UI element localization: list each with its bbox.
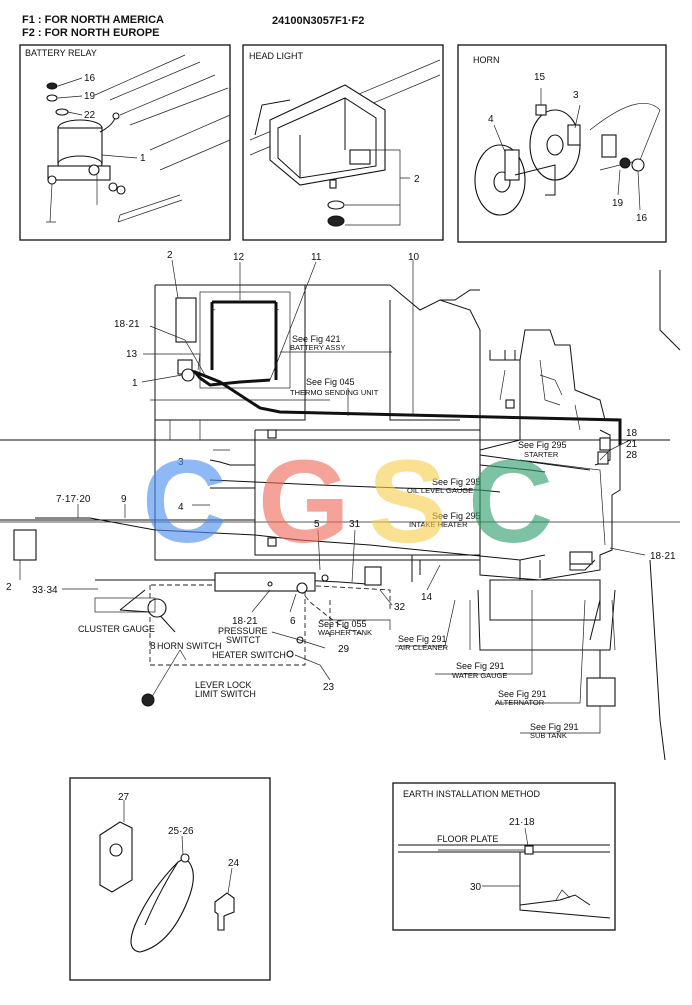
clamp-parts-box: 27 25·26 24 [69, 777, 271, 981]
callout-m-3: 3 [178, 457, 184, 468]
callout-hn-3: 3 [573, 90, 579, 101]
ref-oil-level: OIL LEVEL GAUGE [407, 486, 473, 495]
machine-frame: + − [0, 270, 681, 761]
ref-fig291a: See Fig 291 [398, 634, 447, 644]
callout-m-9: 9 [121, 494, 127, 505]
callout-br-1: 1 [140, 153, 146, 164]
label-switct: SWITCT [226, 635, 261, 645]
label-horn-switch: HORN SWITCH [157, 641, 222, 651]
ref-fig045: See Fig 045 [306, 377, 355, 387]
header-f2: F2 : FOR NORTH EUROPE [22, 27, 160, 39]
callout-m-6: 6 [290, 616, 296, 627]
callout-e-30: 30 [470, 882, 482, 893]
label-limit-switch: LIMIT SWITCH [195, 689, 256, 699]
callout-m-18: 18 [626, 428, 638, 439]
ref-fig055: See Fig 055 [318, 619, 367, 629]
horn-title: HORN [473, 55, 500, 65]
callout-hn-19: 19 [612, 198, 624, 209]
callout-m-11: 11 [311, 252, 322, 263]
battery-relay-title: BATTERY RELAY [25, 48, 97, 58]
callout-e-21-18: 21·18 [509, 817, 535, 828]
label-heater-switch: HEATER SWITCH [212, 650, 286, 660]
callout-b-27: 27 [118, 792, 130, 803]
ref-fig421: See Fig 421 [292, 334, 341, 344]
callout-m-29: 29 [338, 644, 350, 655]
head-light-box: HEAD LIGHT 2 [242, 44, 444, 241]
watermark-letter-1: C [142, 436, 227, 568]
callout-m-18-21b: 18·21 [232, 616, 258, 627]
watermark-letter-4: C [468, 436, 553, 568]
bracket-part [99, 821, 133, 893]
callout-br-19: 19 [84, 91, 96, 102]
callout-m-2b: 2 [6, 582, 12, 593]
callout-m-28: 28 [626, 450, 638, 461]
ref-sub-tank: SUB TANK [530, 731, 567, 740]
head-light-title: HEAD LIGHT [249, 51, 304, 61]
ref-air-cleaner: AIR CLEANER [398, 643, 449, 652]
head-light-part [254, 84, 386, 189]
callout-m-5: 5 [314, 519, 320, 530]
callout-m-2a: 2 [167, 250, 173, 261]
callout-m-31: 31 [349, 519, 361, 530]
ref-battery-assy: BATTERY ASSY [290, 343, 345, 352]
watermark-letter-2: G [258, 436, 350, 568]
earth-installation-box: EARTH INSTALLATION METHOD 21·18 FLOOR PL… [392, 782, 616, 931]
callout-m-18-21a: 18·21 [114, 319, 140, 330]
callout-m-7-17-20: 7·17·20 [56, 494, 91, 505]
battery-relay-part [47, 112, 120, 185]
callout-hn-16: 16 [636, 213, 648, 224]
callout-hn-4: 4 [488, 114, 494, 125]
watermark-letter-3: S [368, 436, 447, 568]
ref-washer-tank: WASHER TANK [318, 628, 372, 637]
wire-harness [0, 302, 622, 707]
callout-br-16: 16 [84, 73, 96, 84]
callout-b-25-26: 25·26 [168, 826, 194, 837]
band-clamp-part [130, 853, 194, 953]
ref-thermo: THERMO SENDING UNIT [290, 388, 379, 397]
ref-fig295b: See Fig 295 [432, 477, 481, 487]
horn-part-front [474, 144, 526, 216]
callout-hl-2: 2 [414, 174, 420, 185]
ref-fig291d: See Fig 291 [530, 722, 579, 732]
watermark: C G S C [142, 436, 553, 568]
ref-fig291c: See Fig 291 [498, 689, 547, 699]
label-pressure: PRESSURE [218, 626, 268, 636]
callout-b-24: 24 [228, 858, 240, 869]
callout-m-10: 10 [408, 252, 420, 263]
battery-relay-box: BATTERY RELAY 16 19 22 1 [19, 44, 231, 241]
callout-m-1: 1 [132, 378, 138, 389]
ref-fig295a: See Fig 295 [518, 440, 567, 450]
callout-hn-15: 15 [534, 72, 546, 83]
horn-part-rear [529, 109, 581, 181]
horn-box: HORN 15 3 4 19 16 [457, 44, 667, 243]
callout-m-4: 4 [178, 502, 184, 513]
leader-lines [19, 259, 646, 734]
ref-fig291b: See Fig 291 [456, 661, 505, 671]
callout-m-21: 21 [626, 439, 638, 450]
ref-water-gauge: WATER GAUGE [452, 671, 507, 680]
callout-m-14: 14 [421, 592, 433, 603]
label-cluster-gauge: CLUSTER GAUGE [78, 624, 155, 634]
callout-m-33-34: 33·34 [32, 585, 58, 596]
floor-plate-label: FLOOR PLATE [437, 834, 498, 844]
label-lever-lock: LEVER LOCK [195, 680, 252, 690]
ref-starter: STARTER [524, 450, 559, 459]
callout-br-22: 22 [84, 110, 96, 121]
callout-m-32: 32 [394, 602, 406, 613]
ref-intake-heater: INTAKE HEATER [409, 520, 468, 529]
callout-m-8: 8 [150, 641, 156, 652]
header-part-code: 24100N3057F1·F2 [272, 15, 364, 27]
callout-m-23: 23 [323, 682, 335, 693]
header-f1: F1 : FOR NORTH AMERICA [22, 14, 164, 26]
callout-m-13: 13 [126, 349, 138, 360]
callout-m-12: 12 [233, 252, 245, 263]
earth-title: EARTH INSTALLATION METHOD [403, 789, 541, 799]
ref-fig295c: See Fig 295 [432, 511, 481, 521]
callout-m-18-21c: 18·21 [650, 551, 676, 562]
ref-alternator: ALTERNATOR [495, 698, 545, 707]
